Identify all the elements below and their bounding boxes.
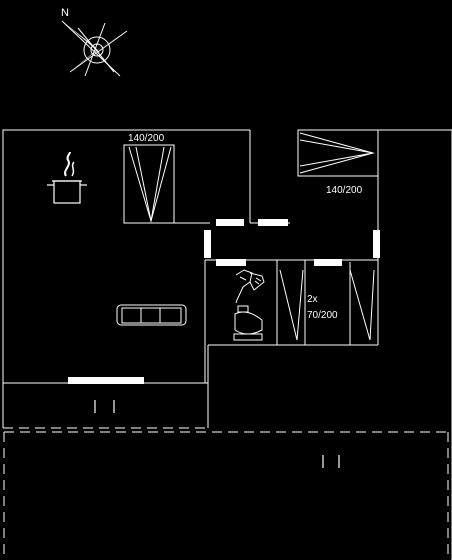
window-opening	[68, 377, 144, 384]
door-opening	[216, 219, 244, 226]
bed-size-label: 140/200	[128, 133, 165, 144]
door-opening	[216, 259, 246, 266]
toilet-shower-icon	[233, 269, 265, 341]
post-marks	[94, 400, 340, 468]
bed-top-right: 140/200	[297, 129, 379, 196]
door-opening	[314, 259, 342, 266]
compass-rose-icon: N	[61, 7, 128, 77]
door-opening	[258, 219, 288, 226]
door-opening	[373, 230, 380, 258]
north-label: N	[61, 7, 69, 19]
door-opening	[204, 230, 211, 258]
sofa-icon	[116, 304, 187, 326]
cooking-pot-icon	[47, 151, 87, 204]
bed-top-left: 140/200	[123, 133, 175, 224]
bunk-beds: 2x 70/200	[279, 262, 375, 345]
bunk-bed-size-label: 70/200	[307, 310, 338, 321]
openings	[68, 219, 380, 384]
walls	[2, 129, 452, 560]
bunk-bed-count-label: 2x	[307, 294, 318, 305]
bed-size-label: 140/200	[326, 185, 363, 196]
